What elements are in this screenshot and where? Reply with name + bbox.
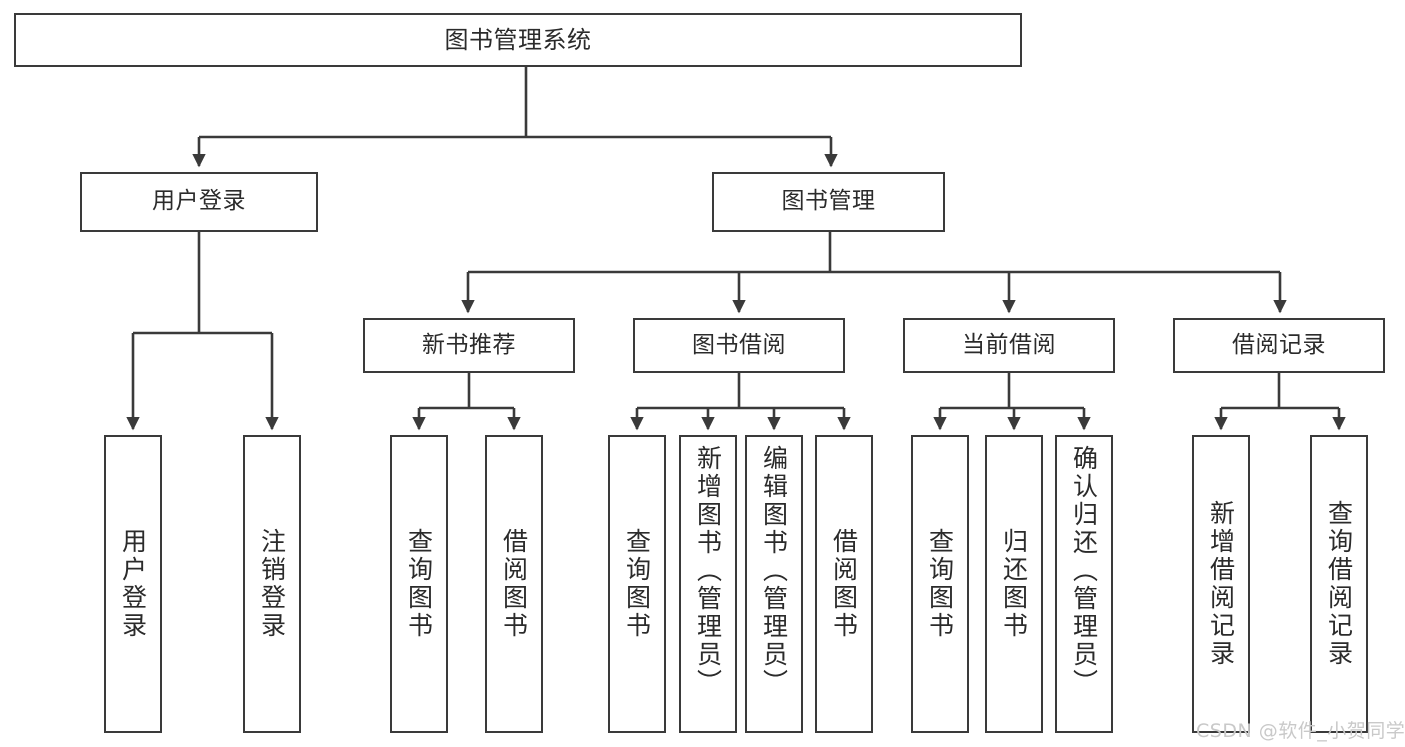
- node-label: 查询借阅记录: [1324, 500, 1354, 668]
- node-label: 借阅图书: [829, 528, 859, 640]
- node-book-borrow[interactable]: 图书借阅: [633, 318, 845, 373]
- node-label: 归还图书: [999, 528, 1029, 640]
- node-leaf-add-book[interactable]: 新增图书（管理员）: [679, 435, 737, 733]
- node-leaf-user-logout[interactable]: 注销登录: [243, 435, 301, 733]
- node-new-book-recommend[interactable]: 新书推荐: [363, 318, 575, 373]
- node-label: 确认归还（管理员）: [1069, 445, 1099, 697]
- node-label: 图书管理系统: [444, 25, 592, 54]
- node-label: 查询图书: [925, 528, 955, 640]
- node-label: 新书推荐: [422, 331, 516, 358]
- node-label: 编辑图书（管理员）: [759, 445, 789, 697]
- node-root-system[interactable]: 图书管理系统: [14, 13, 1022, 67]
- node-label: 新增图书（管理员）: [693, 445, 723, 697]
- node-label: 新增借阅记录: [1206, 500, 1236, 668]
- node-leaf-borrow-book-2[interactable]: 借阅图书: [815, 435, 873, 733]
- node-current-borrow[interactable]: 当前借阅: [903, 318, 1115, 373]
- node-leaf-add-borrow-record[interactable]: 新增借阅记录: [1192, 435, 1250, 733]
- node-leaf-query-book-3[interactable]: 查询图书: [911, 435, 969, 733]
- node-leaf-query-book-2[interactable]: 查询图书: [608, 435, 666, 733]
- node-label: 查询图书: [404, 528, 434, 640]
- node-leaf-confirm-return[interactable]: 确认归还（管理员）: [1055, 435, 1113, 733]
- node-label: 借阅图书: [499, 528, 529, 640]
- node-label: 用户登录: [118, 528, 148, 640]
- node-book-manage[interactable]: 图书管理: [712, 172, 945, 232]
- node-label: 当前借阅: [962, 331, 1056, 358]
- node-label: 查询图书: [622, 528, 652, 640]
- node-label: 图书管理: [781, 188, 876, 215]
- node-label: 借阅记录: [1232, 331, 1326, 358]
- node-leaf-query-book-1[interactable]: 查询图书: [390, 435, 448, 733]
- node-label: 注销登录: [257, 528, 287, 640]
- node-leaf-user-login[interactable]: 用户登录: [104, 435, 162, 733]
- node-leaf-query-borrow-record[interactable]: 查询借阅记录: [1310, 435, 1368, 733]
- node-label: 图书借阅: [692, 331, 786, 358]
- node-user-login[interactable]: 用户登录: [80, 172, 318, 232]
- node-leaf-borrow-book-1[interactable]: 借阅图书: [485, 435, 543, 733]
- node-label: 用户登录: [152, 188, 246, 215]
- node-leaf-edit-book[interactable]: 编辑图书（管理员）: [745, 435, 803, 733]
- node-borrow-record[interactable]: 借阅记录: [1173, 318, 1385, 373]
- node-leaf-return-book[interactable]: 归还图书: [985, 435, 1043, 733]
- csdn-watermark: CSDN @软件_小贺同学: [1196, 720, 1405, 742]
